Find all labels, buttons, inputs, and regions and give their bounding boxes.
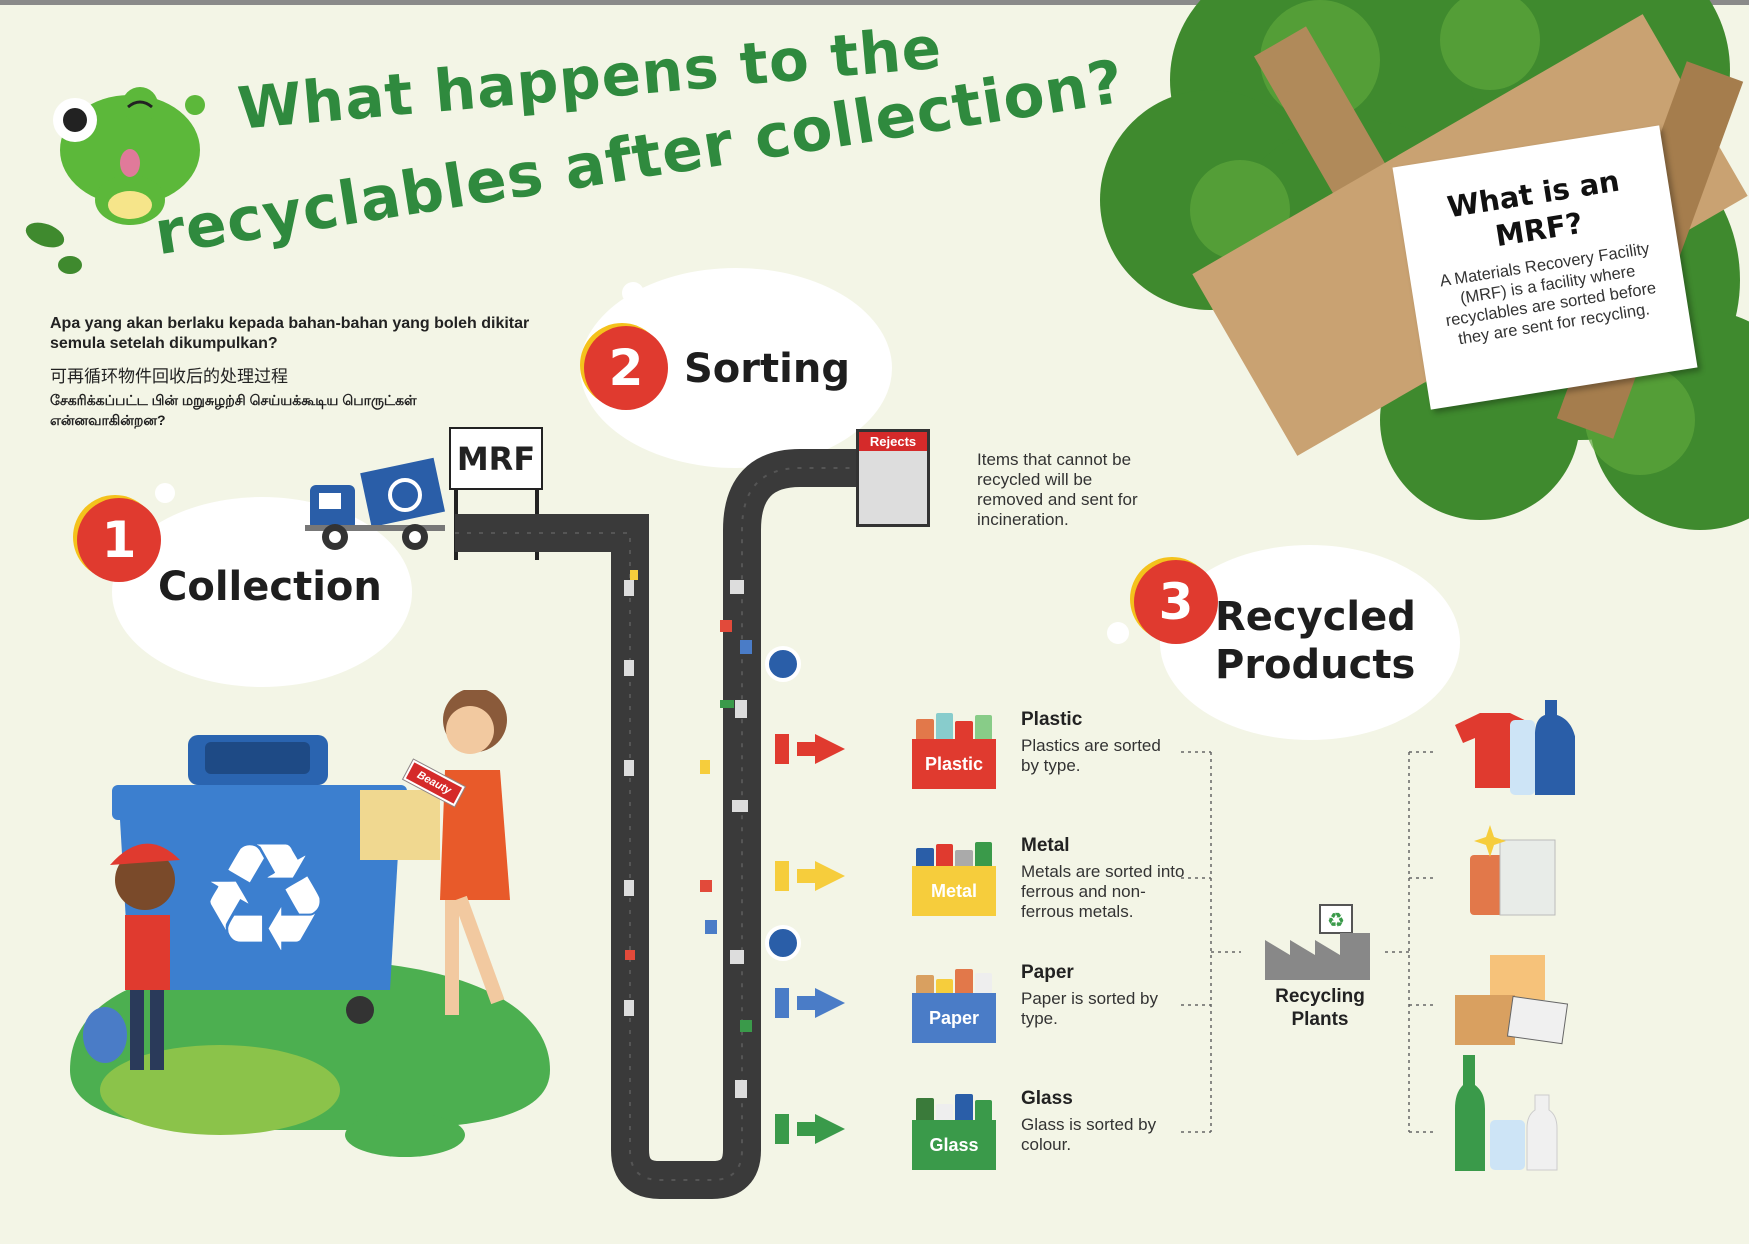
recycled-glass-products-icon xyxy=(1455,1055,1558,1171)
step-1-number: 1 xyxy=(77,498,161,582)
metal-bin: Metal xyxy=(912,838,996,916)
svg-text:♻: ♻ xyxy=(1327,910,1345,932)
step-3-label: Recycled Products xyxy=(1215,594,1416,688)
garbage-truck-icon xyxy=(305,457,445,550)
bubble-dot xyxy=(622,282,644,304)
magnet-icon xyxy=(765,646,801,961)
frog-mascot-icon xyxy=(25,87,205,274)
plastic-bin: Plastic xyxy=(912,711,996,789)
flow-connectors xyxy=(1181,751,1433,1133)
paper-bin-label: Paper xyxy=(912,993,996,1043)
step-2-number: 2 xyxy=(584,326,668,410)
rejects-label: Rejects xyxy=(859,432,927,451)
paper-arrow-icon xyxy=(775,988,845,1018)
rejects-box: Rejects xyxy=(856,429,930,527)
mrf-sign: MRF xyxy=(449,427,543,490)
step-3-number: 3 xyxy=(1134,560,1218,644)
metal-heading: Metal xyxy=(1021,835,1070,856)
bubble-dot xyxy=(1107,622,1129,644)
recycled-metal-products-icon xyxy=(1470,825,1556,916)
top-bar xyxy=(0,0,1749,5)
paper-text: Paper is sorted by type. xyxy=(1021,989,1159,1028)
plastic-text: Plastics are sorted by type. xyxy=(1021,736,1161,775)
mrf-info-card: What is an MRF? A Materials Recovery Fac… xyxy=(1392,125,1698,410)
step-1-label: Collection xyxy=(158,564,382,610)
woman-figure xyxy=(360,690,510,1015)
metal-arrow-icon xyxy=(775,861,845,891)
child-figure xyxy=(83,843,180,1070)
glass-heading: Glass xyxy=(1021,1088,1073,1109)
conveyor-belt xyxy=(455,449,875,1199)
collection-scene: ♻ xyxy=(70,690,550,1157)
glass-bin: Glass xyxy=(912,1092,996,1170)
glass-text: Glass is sorted by colour. xyxy=(1021,1115,1157,1154)
paper-bin: Paper xyxy=(912,965,996,1043)
subtitle-chinese: 可再循环物件回收后的处理过程 xyxy=(50,367,288,386)
recycling-plants-label: Recycling Plants xyxy=(1275,986,1365,1030)
paper-heading: Paper xyxy=(1021,962,1074,983)
recycled-plastic-products-icon xyxy=(1455,700,1575,795)
bubble-dot xyxy=(155,483,175,503)
glass-arrow-icon xyxy=(775,1114,845,1144)
plastic-arrow-icon xyxy=(775,734,845,764)
plastic-heading: Plastic xyxy=(1021,709,1083,730)
svg-text:♻: ♻ xyxy=(198,814,332,982)
subtitle-malay: Apa yang akan berlaku kepada bahan-bahan… xyxy=(50,315,530,352)
plastic-bin-label: Plastic xyxy=(912,739,996,789)
glass-bin-label: Glass xyxy=(912,1120,996,1170)
step-2-label: Sorting xyxy=(684,346,850,392)
metal-bin-label: Metal xyxy=(912,866,996,916)
recycling-plant-icon: ♻ xyxy=(1265,904,1370,980)
metal-text: Metals are sorted into ferrous and non-f… xyxy=(1021,862,1185,921)
rejects-description: Items that cannot be recycled will be re… xyxy=(977,450,1138,529)
recycling-bin-icon: ♻ xyxy=(112,735,407,1024)
recycled-paper-products-icon xyxy=(1455,955,1569,1045)
subtitle-tamil: சேகரிக்கப்பட்ட பின் மறுசுழற்சி செய்யக்கூ… xyxy=(50,392,417,428)
